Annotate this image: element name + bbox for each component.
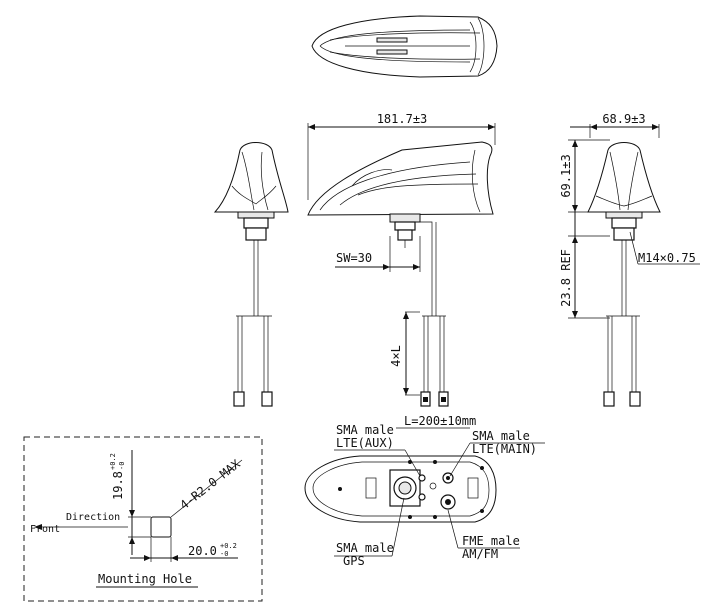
spanner-dimension: SW=30 (336, 251, 372, 265)
ref-dimension: 23.8 REF (559, 249, 573, 307)
am-fm-type: FME male (462, 534, 520, 548)
gps-label: GPS (343, 554, 365, 568)
height-dimension: 69.1±3 (559, 154, 573, 197)
front-label: Front (30, 524, 60, 535)
lte-aux-label: LTE(AUX) (336, 436, 394, 450)
corner-radius: 4-R2.0 MAX (177, 456, 243, 512)
thread-label: M14×0.75 (638, 251, 696, 265)
lte-main-label: LTE(MAIN) (472, 442, 537, 456)
top-view (311, 15, 498, 78)
svg-text:-0: -0 (220, 550, 228, 558)
mounting-hole-title: Mounting Hole (98, 572, 192, 586)
svg-text:+0.2: +0.2 (220, 542, 237, 550)
end-view: 68.9±3 69.1±3 23.8 REF M14×0.75 (559, 112, 700, 407)
side-view: 181.7±3 SW=30 4×L (307, 112, 496, 407)
svg-text:+0.2: +0.2 (109, 453, 117, 470)
am-fm-label: AM/FM (462, 547, 498, 561)
lte-aux-type: SMA male (336, 423, 394, 437)
cable-count: 4×L (389, 345, 403, 367)
direction-label: Direction (66, 512, 120, 523)
front-view (213, 142, 289, 407)
svg-text:-0: -0 (118, 462, 126, 470)
bottom-view: L=200±10mm SMA male LTE(AUX) SMA male LT… (304, 414, 545, 568)
mounting-hole (150, 516, 172, 538)
hole-height: 19.8 (111, 471, 125, 500)
hole-width: 20.0 (188, 544, 217, 558)
direction-arrow-icon (34, 524, 42, 530)
gps-type: SMA male (336, 541, 394, 555)
width-dimension: 68.9±3 (602, 112, 645, 126)
length-dimension: 181.7±3 (377, 112, 428, 126)
lte-main-type: SMA male (472, 429, 530, 443)
cable-length: L=200±10mm (404, 414, 476, 428)
mounting-hole-panel: 19.8 +0.2 -0 20.0 +0.2 -0 4-R2.0 MAX Dir… (23, 436, 263, 602)
